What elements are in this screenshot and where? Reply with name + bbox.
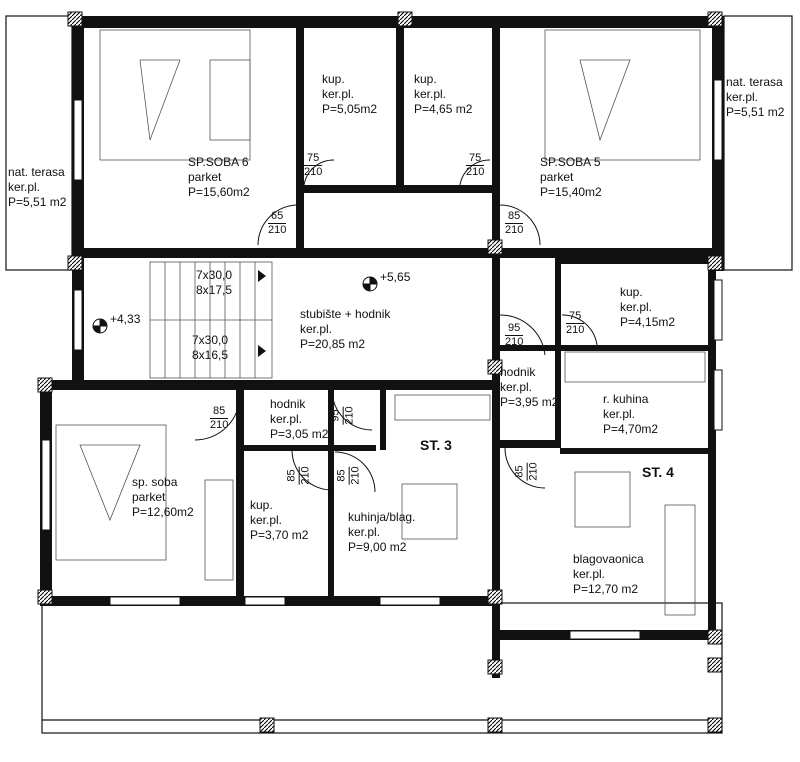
- room-label-kup-1: kup.ker.pl.P=5,05m2: [322, 72, 378, 116]
- right-terrace-outline: [723, 15, 793, 271]
- room-label-kup-4: kup.ker.pl.P=3,70 m2: [250, 498, 309, 542]
- room-label-kuhinja-blag: kuhinja/blag.ker.pl.P=9,00 m2: [348, 510, 416, 554]
- bottom-balcony-outline: [41, 602, 723, 734]
- elevation-lower: +4,33: [110, 312, 141, 326]
- room-label-kup-2: kup.ker.pl.P=4,65 m2: [414, 72, 473, 116]
- left-terrace-outline: [5, 15, 73, 271]
- unit-label-st4: ST. 4: [642, 464, 674, 480]
- room-label-kup-3: kup.ker.pl.P=4,15m2: [620, 285, 676, 329]
- unit-label-st3: ST. 3: [420, 437, 452, 453]
- elevation-upper: +5,65: [380, 270, 411, 284]
